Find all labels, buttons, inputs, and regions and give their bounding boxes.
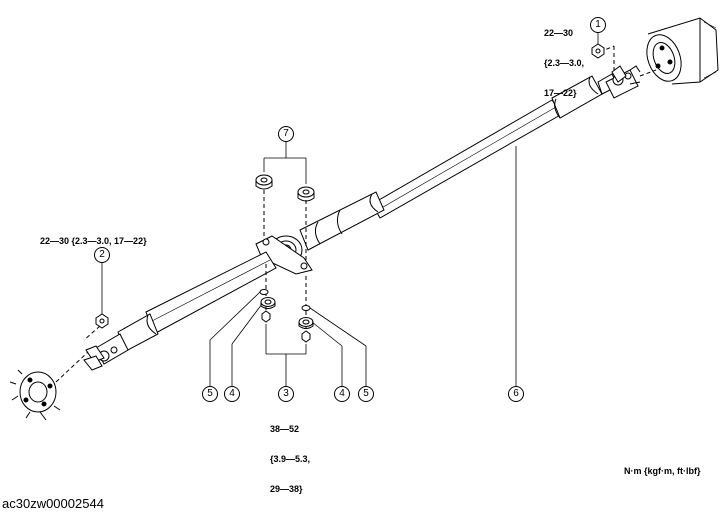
nut-1 [591, 43, 605, 59]
torque-spec-1-line-3: 17—22} [544, 88, 577, 98]
nut-2 [95, 313, 109, 329]
center-bearing-assembly [255, 191, 385, 275]
callout-5-right: 5 [358, 386, 374, 402]
torque-spec-1-line-2: {2.3—3.0, [544, 58, 585, 68]
washer-right [301, 305, 311, 311]
front-shaft-tube [117, 251, 277, 353]
callout-4-right: 4 [334, 386, 350, 402]
bolt-nut-right [301, 330, 311, 343]
leader-lines [101, 32, 599, 388]
torque-spec-nut-2: 22—30 {2.3—3.0, 17—22} [40, 236, 147, 246]
callout-4-left: 4 [224, 386, 240, 402]
torque-spec-3-line-2: {3.9—5.3, [270, 454, 311, 464]
torque-spec-bolt-3: 38—52 {3.9—5.3, 29—38} [270, 404, 310, 504]
bolt-nut-left [261, 310, 271, 323]
callout-7: 7 [278, 126, 294, 142]
insulator-right [297, 186, 315, 202]
torque-spec-nut-1: 22—30 {2.3—3.0, 17—22} [544, 8, 584, 108]
torque-spec-3-line-1: 38—52 [270, 424, 300, 434]
lower-insulator-right [298, 317, 314, 329]
callout-6: 6 [508, 386, 524, 402]
insulator-left [255, 174, 273, 190]
callout-1: 1 [590, 17, 606, 33]
callout-2: 2 [94, 247, 110, 263]
torque-units-note: N·m {kgf·m, ft·lbf} [624, 466, 701, 476]
lower-insulator-left [260, 297, 276, 309]
washer-left [259, 289, 269, 295]
callout-3: 3 [278, 386, 294, 402]
figure-id: ac30zw00002544 [2, 496, 104, 511]
rear-shaft-tube [371, 73, 619, 219]
front-universal-joint [83, 333, 129, 371]
rear-universal-joint [605, 65, 641, 99]
callout-5-left: 5 [202, 386, 218, 402]
differential-companion-flange [646, 17, 719, 85]
torque-spec-1-line-1: 22—30 [544, 28, 574, 38]
transmission-flange [9, 369, 61, 421]
torque-spec-3-line-3: 29—38} [270, 484, 303, 494]
